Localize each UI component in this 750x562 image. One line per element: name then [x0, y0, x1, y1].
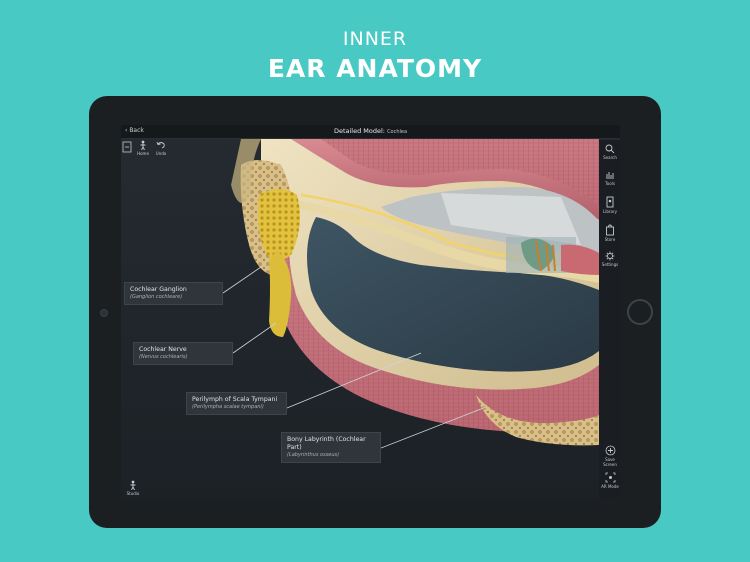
- settings-tool[interactable]: Settings: [600, 251, 620, 267]
- ar-mode-label: AR Mode: [601, 484, 619, 489]
- callout-perilymph-scala-tympani[interactable]: Perilymph of Scala Tympani (Perilympha s…: [186, 392, 287, 415]
- studio-tool[interactable]: Studio: [125, 480, 141, 496]
- banner-title-top: INNER: [342, 28, 408, 50]
- right-toolbar: [599, 140, 620, 499]
- callout-latin: (Nervus cochlearis): [139, 354, 188, 360]
- callout-name: Cochlear Nerve: [139, 346, 187, 353]
- home-button[interactable]: [627, 299, 653, 325]
- undo-tool-label: Undo: [155, 151, 167, 156]
- undo-icon: [156, 141, 165, 149]
- undo-tool[interactable]: Undo: [153, 140, 169, 156]
- callout-name: Perilymph of Scala Tympani: [192, 396, 278, 403]
- store-tool[interactable]: Store: [600, 224, 620, 242]
- tools-tool-label: Tools: [605, 181, 615, 186]
- model-title: Detailed Model: Cochlea: [121, 127, 620, 135]
- callout-latin: (Labyrinthus osseus): [287, 452, 340, 458]
- library-tool[interactable]: Library: [600, 196, 620, 214]
- camera-dot: [100, 309, 108, 317]
- layers-tool[interactable]: [121, 141, 133, 154]
- app-screen: ‹ Back Detailed Model: Cochlea Home Undo…: [121, 125, 620, 499]
- search-icon: [605, 144, 615, 154]
- library-icon: [606, 196, 614, 208]
- back-label: Back: [129, 127, 144, 134]
- tools-tool[interactable]: Tools: [600, 170, 620, 186]
- callout-bony-labyrinth[interactable]: Bony Labyrinth (Cochlear Part) (Labyrint…: [281, 432, 381, 463]
- library-tool-label: Library: [603, 209, 617, 214]
- callout-cochlear-nerve[interactable]: Cochlear Nerve (Nervus cochlearis): [133, 342, 233, 365]
- store-icon: [606, 224, 614, 236]
- plus-icon: [605, 445, 615, 456]
- settings-tool-label: Settings: [601, 262, 619, 267]
- figure-icon: [130, 480, 136, 490]
- model-title-main: Detailed Model:: [333, 127, 385, 135]
- model-title-sub: Cochlea: [387, 129, 408, 135]
- gear-icon: [605, 251, 615, 261]
- callout-name: Cochlear Ganglion: [130, 286, 187, 293]
- figure-icon: [140, 140, 146, 150]
- callout-cochlear-ganglion[interactable]: Cochlear Ganglion (Ganglion cochleare): [124, 282, 223, 305]
- callout-name: Bony Labyrinth (Cochlear Part): [287, 436, 366, 451]
- save-screen-tool[interactable]: Save Screen: [600, 445, 620, 467]
- home-tool[interactable]: Home: [135, 140, 151, 156]
- tools-icon: [606, 172, 614, 179]
- back-button[interactable]: ‹ Back: [125, 127, 144, 134]
- layers-icon: [122, 141, 132, 153]
- callout-latin: (Ganglion cochleare): [130, 294, 183, 300]
- home-tool-label: Home: [137, 151, 149, 156]
- save-screen-label: Save Screen: [603, 457, 617, 467]
- banner-title-main: EAR ANATOMY: [267, 54, 483, 83]
- search-tool[interactable]: Search: [600, 144, 620, 160]
- app-top-bar: ‹ Back Detailed Model: Cochlea: [121, 125, 620, 139]
- callout-latin: (Perilympha scalae tympani): [192, 404, 264, 410]
- search-tool-label: Search: [603, 155, 617, 160]
- ar-mode-tool[interactable]: AR Mode: [600, 472, 620, 489]
- cochlea-3d-model[interactable]: [121, 125, 620, 499]
- studio-tool-label: Studio: [126, 491, 140, 496]
- ar-icon: [605, 472, 615, 483]
- store-tool-label: Store: [604, 237, 616, 242]
